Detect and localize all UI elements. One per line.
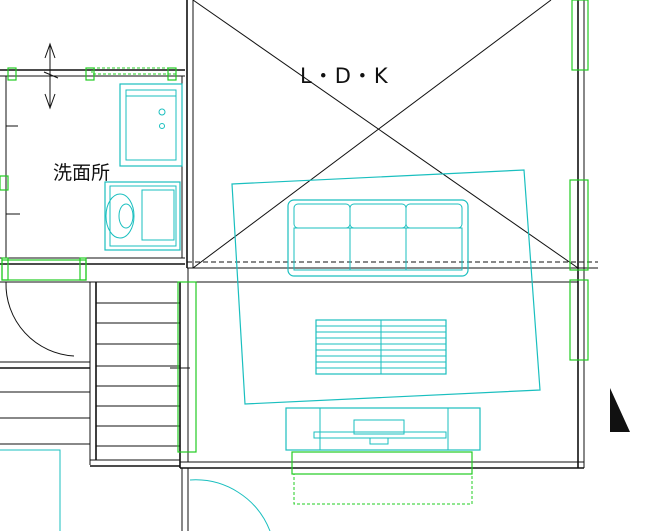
walls	[0, 0, 598, 531]
void-cross	[192, 0, 579, 269]
north-triangle-icon	[610, 388, 630, 432]
tv-board	[285, 407, 481, 451]
coffee-table	[315, 319, 447, 375]
washbasin	[104, 181, 181, 251]
stair-arrow-icon	[43, 42, 59, 110]
room-label-washroom: 洗面所	[53, 162, 111, 184]
room-label-ldk: L・D・K	[300, 64, 389, 88]
openings	[0, 0, 589, 505]
rug	[231, 169, 541, 405]
bath-unit	[119, 83, 183, 167]
sofa	[287, 199, 469, 277]
furniture	[0, 83, 541, 531]
